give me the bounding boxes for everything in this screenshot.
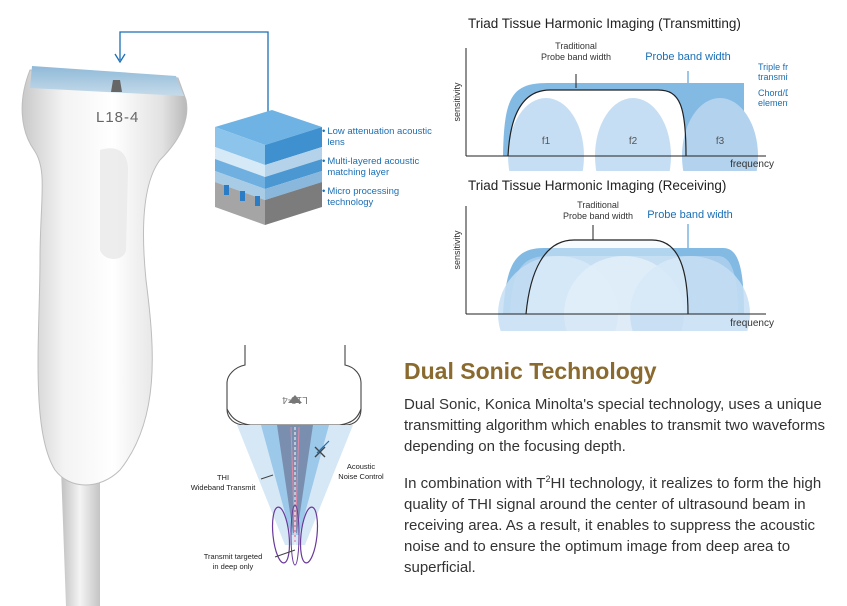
svg-text:Noise Control: Noise Control <box>338 472 384 481</box>
svg-text:Probe band width: Probe band width <box>563 211 633 221</box>
svg-text:in deep only: in deep only <box>213 562 254 571</box>
layer-cube-illustration <box>215 110 322 225</box>
layer-list: • Low attenuation acoustic lens • Multi-… <box>322 126 432 208</box>
band-label-f2: f2 <box>629 136 638 147</box>
receive-xlabel: frequency <box>730 318 774 329</box>
beam-diagram: L18-4 THI Wideband Transmit Acoustic Noi… <box>191 345 384 571</box>
beam-noise-label: Acoustic <box>347 462 376 471</box>
receive-probe-label: Probe band width <box>647 209 733 221</box>
transmit-ylabel: sensitivity <box>452 82 462 122</box>
layer-item: • Low attenuation acoustic lens <box>322 126 432 148</box>
svg-text:Wideband Transmit: Wideband Transmit <box>191 483 257 492</box>
svg-text:elements: elements <box>758 98 788 108</box>
transmit-note-1: Triple frequency <box>758 62 788 72</box>
layer-item: • Micro processing technology <box>322 186 432 208</box>
layer-label-micro: Micro processing technology <box>327 186 400 208</box>
svg-text:Probe band width: Probe band width <box>541 52 611 62</box>
transmit-chart: f1 f2 f3 Traditional Probe band width Pr… <box>452 41 788 171</box>
transmit-chart-title: Triad Tissue Harmonic Imaging (Transmitt… <box>468 16 741 31</box>
band-label-f1: f1 <box>542 136 551 147</box>
paragraph-2: In combination with T2HI technology, it … <box>404 474 822 576</box>
transmit-note-2: Chord/Differential <box>758 88 788 98</box>
beam-thi-label: THI <box>217 473 229 482</box>
arrow-up-icon <box>114 53 126 64</box>
receive-traditional-label: Traditional <box>577 200 619 210</box>
svg-text:transmitting: transmitting <box>758 72 788 82</box>
transmit-xlabel: frequency <box>730 159 774 170</box>
section-heading: Dual Sonic Technology <box>404 358 657 384</box>
probe-marker-icon <box>111 80 122 92</box>
beam-deep-label: Transmit targeted <box>204 552 263 561</box>
probe-illustration: L18-4 <box>21 31 269 606</box>
transmit-traditional-label: Traditional <box>555 41 597 51</box>
layer-label-matching: Multi-layered acoustic matching layer <box>327 156 420 178</box>
close-icon <box>314 446 326 458</box>
layer-item: • Multi-layered acoustic matching layer <box>322 156 432 178</box>
receive-ylabel: sensitivity <box>452 230 462 270</box>
paragraph-1: Dual Sonic, Konica Minolta's special tec… <box>404 396 825 455</box>
probe-model-label: L18-4 <box>96 109 139 126</box>
receive-chart-title: Triad Tissue Harmonic Imaging (Receiving… <box>468 178 727 193</box>
band-label-f3: f3 <box>716 136 725 147</box>
layer-label-lens: Low attenuation acoustic lens <box>327 126 432 148</box>
transmit-probe-label: Probe band width <box>645 51 731 63</box>
receive-chart: Traditional Probe band width Probe band … <box>452 200 774 331</box>
